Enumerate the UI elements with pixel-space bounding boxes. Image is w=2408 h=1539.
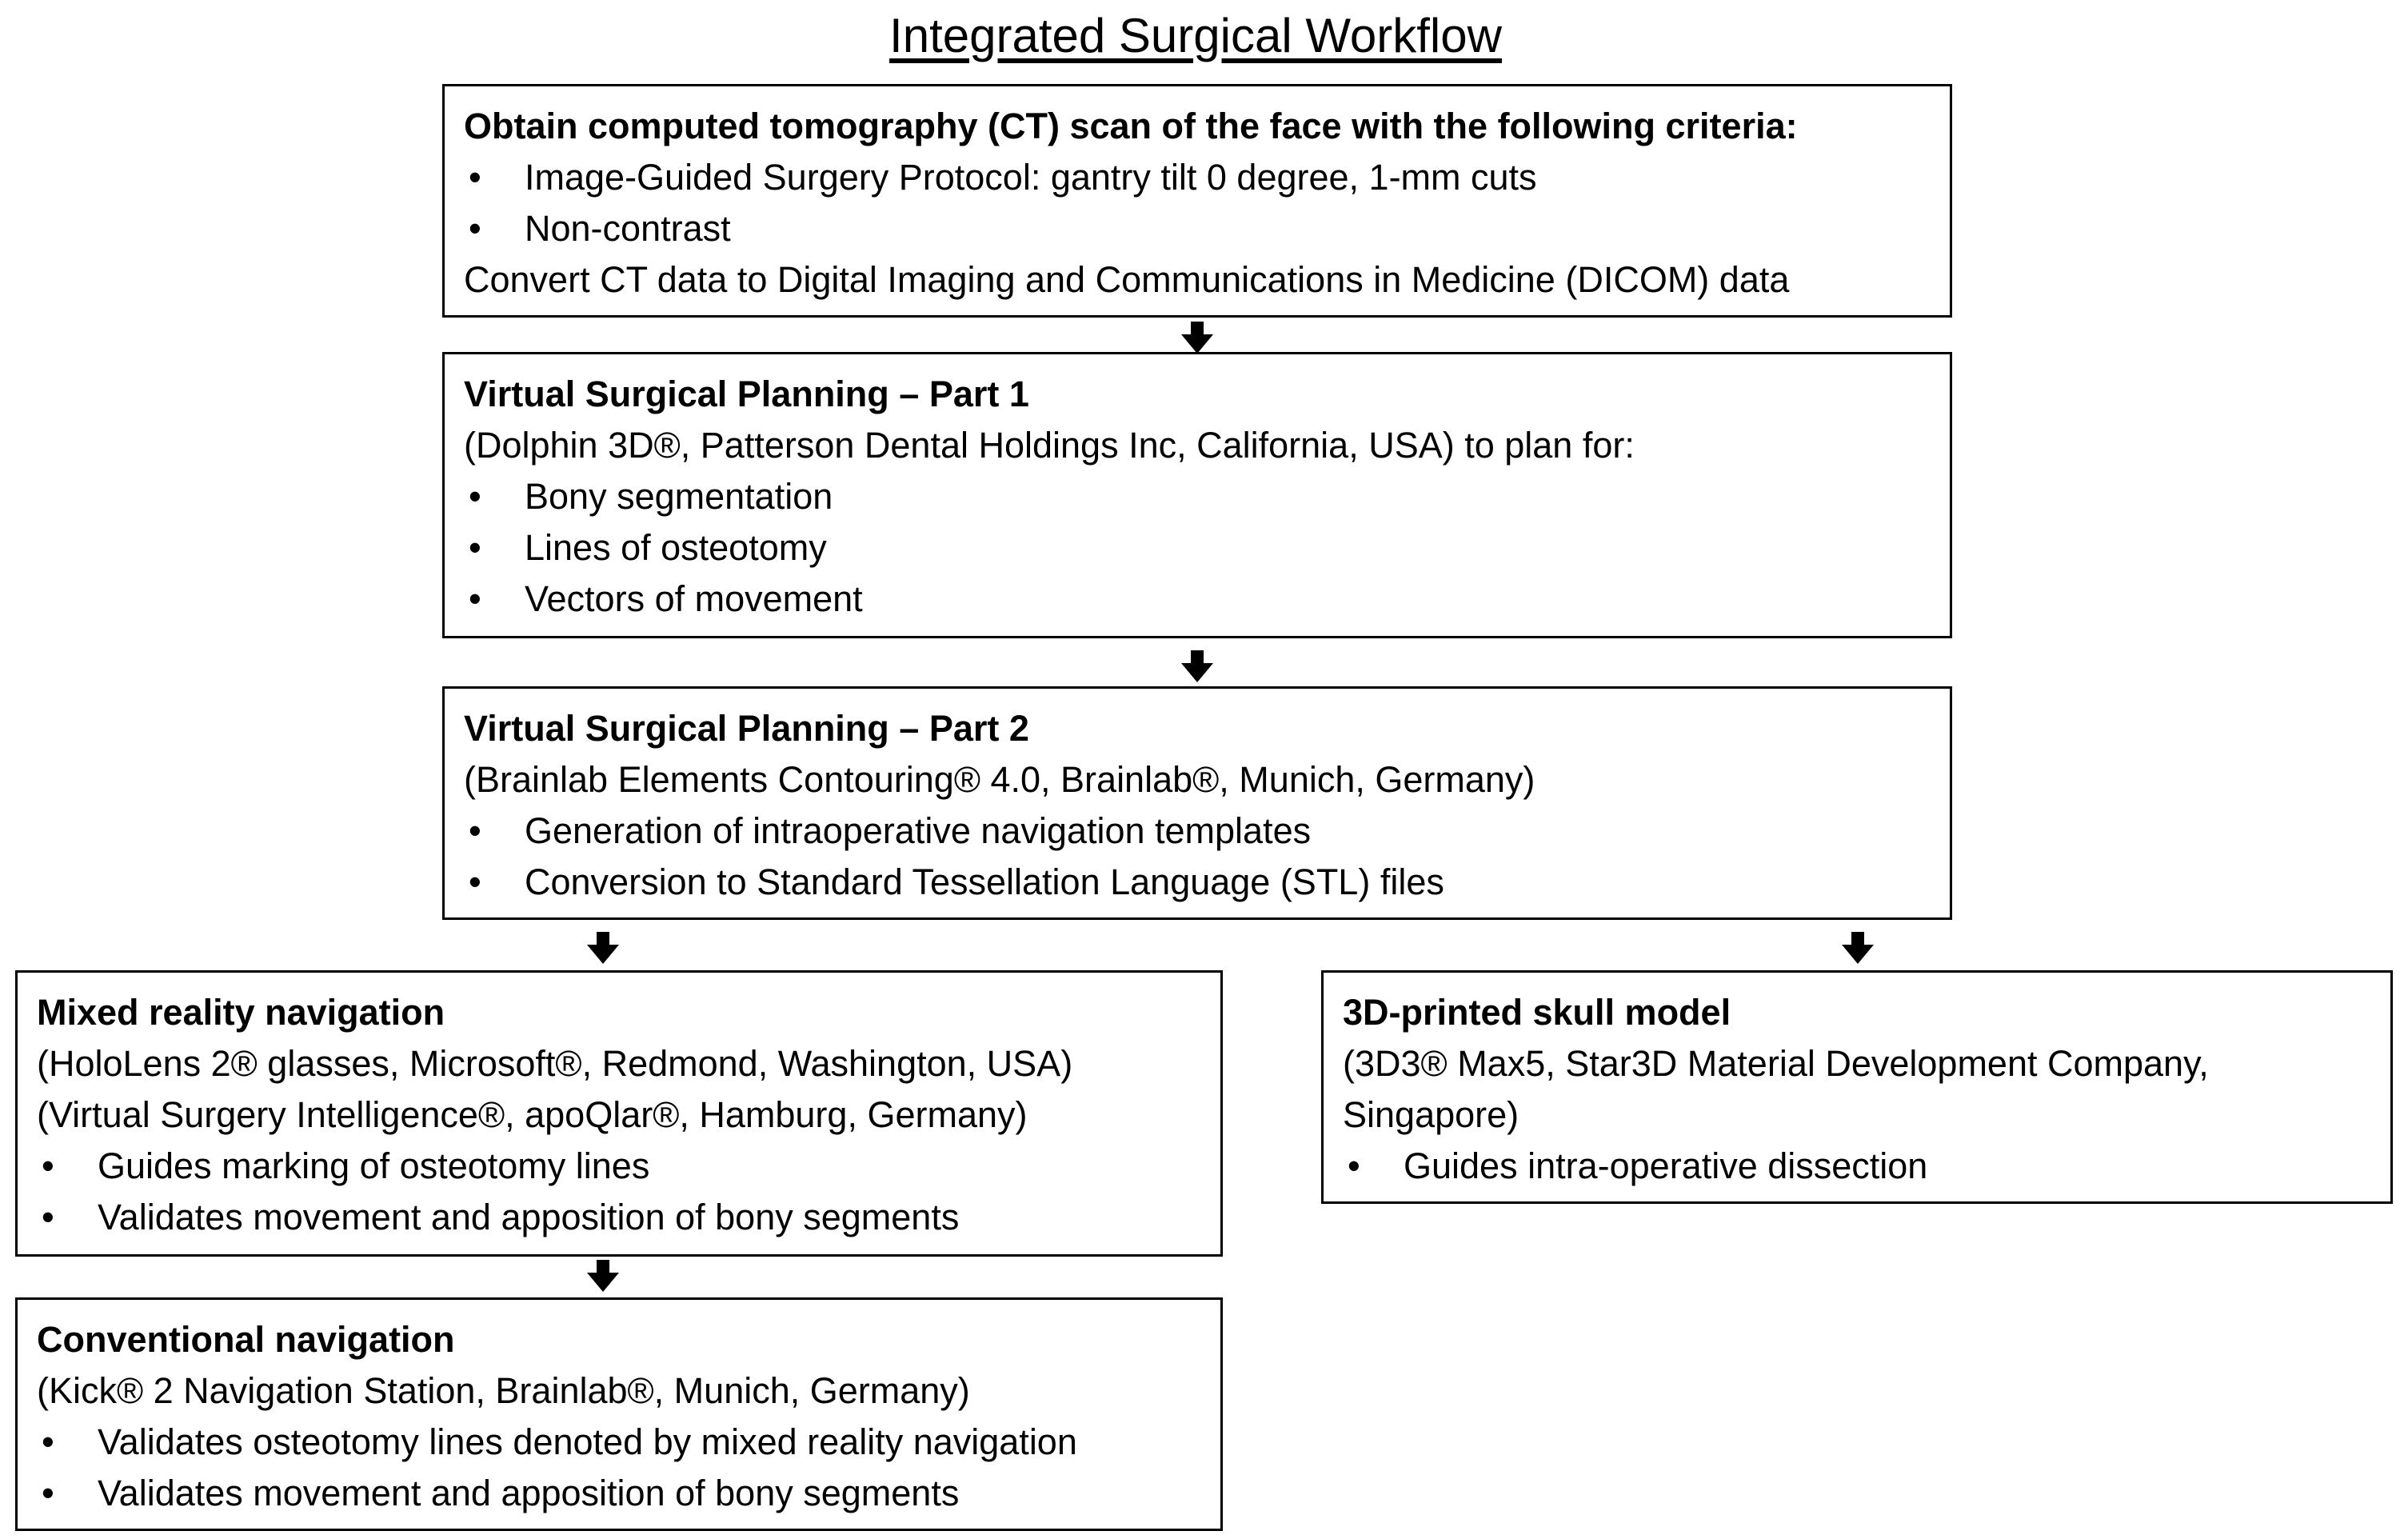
skull-subtitle: Singapore) — [1343, 1094, 1519, 1135]
ct-footer: Convert CT data to Digital Imaging and C… — [464, 259, 1790, 300]
vsp2-heading: Virtual Surgical Planning – Part 2 — [464, 708, 1029, 749]
list-item: Conversion to Standard Tessellation Lang… — [464, 857, 1931, 908]
vsp2-subtitle: (Brainlab Elements Contouring® 4.0, Brai… — [464, 759, 1535, 800]
skull-function-list: Guides intra-operative dissection — [1343, 1141, 2371, 1192]
arrow-down-icon — [587, 1260, 619, 1292]
vsp1-plan-list: Bony segmentation Lines of osteotomy Vec… — [464, 471, 1931, 625]
arrow-down-icon — [587, 932, 619, 964]
list-item: Guides marking of osteotomy lines — [37, 1141, 1201, 1192]
list-item: Validates movement and apposition of bon… — [37, 1192, 1201, 1243]
list-item: Bony segmentation — [464, 471, 1931, 522]
skull-heading: 3D-printed skull model — [1343, 992, 1731, 1033]
arrow-down-icon — [1842, 932, 1874, 964]
vsp1-heading: Virtual Surgical Planning – Part 1 — [464, 374, 1029, 414]
mixed-subtitle: (Virtual Surgery Intelligence®, apoQlar®… — [37, 1094, 1028, 1135]
conventional-function-list: Validates osteotomy lines denoted by mix… — [37, 1417, 1201, 1519]
ct-heading: Obtain computed tomography (CT) scan of … — [464, 106, 1798, 146]
box-vsp-part-1: Virtual Surgical Planning – Part 1 (Dolp… — [442, 352, 1952, 638]
vsp1-subtitle: (Dolphin 3D®, Patterson Dental Holdings … — [464, 425, 1635, 466]
mixed-function-list: Guides marking of osteotomy lines Valida… — [37, 1141, 1201, 1243]
conventional-subtitle: (Kick® 2 Navigation Station, Brainlab®, … — [37, 1370, 970, 1411]
list-item: Non-contrast — [464, 203, 1931, 254]
list-item: Lines of osteotomy — [464, 522, 1931, 574]
list-item: Validates osteotomy lines denoted by mix… — [37, 1417, 1201, 1468]
box-3d-printed-skull: 3D-printed skull model (3D3® Max5, Star3… — [1321, 970, 2393, 1204]
conventional-heading: Conventional navigation — [37, 1319, 455, 1360]
box-vsp-part-2: Virtual Surgical Planning – Part 2 (Brai… — [442, 686, 1952, 920]
list-item: Validates movement and apposition of bon… — [37, 1468, 1201, 1519]
diagram-title: Integrated Surgical Workflow — [889, 9, 1502, 62]
list-item: Image-Guided Surgery Protocol: gantry ti… — [464, 152, 1931, 203]
list-item: Vectors of movement — [464, 574, 1931, 625]
arrow-down-icon — [1181, 322, 1213, 354]
list-item: Guides intra-operative dissection — [1343, 1141, 2371, 1192]
box-ct-scan: Obtain computed tomography (CT) scan of … — [442, 84, 1952, 318]
box-mixed-reality-navigation: Mixed reality navigation (HoloLens 2® gl… — [15, 970, 1223, 1257]
arrow-down-icon — [1181, 650, 1213, 682]
list-item: Generation of intraoperative navigation … — [464, 805, 1931, 857]
box-conventional-navigation: Conventional navigation (Kick® 2 Navigat… — [15, 1297, 1223, 1531]
mixed-heading: Mixed reality navigation — [37, 992, 445, 1033]
vsp2-task-list: Generation of intraoperative navigation … — [464, 805, 1931, 908]
skull-subtitle: (3D3® Max5, Star3D Material Development … — [1343, 1043, 2209, 1084]
ct-criteria-list: Image-Guided Surgery Protocol: gantry ti… — [464, 152, 1931, 254]
mixed-subtitle: (HoloLens 2® glasses, Microsoft®, Redmon… — [37, 1043, 1073, 1084]
